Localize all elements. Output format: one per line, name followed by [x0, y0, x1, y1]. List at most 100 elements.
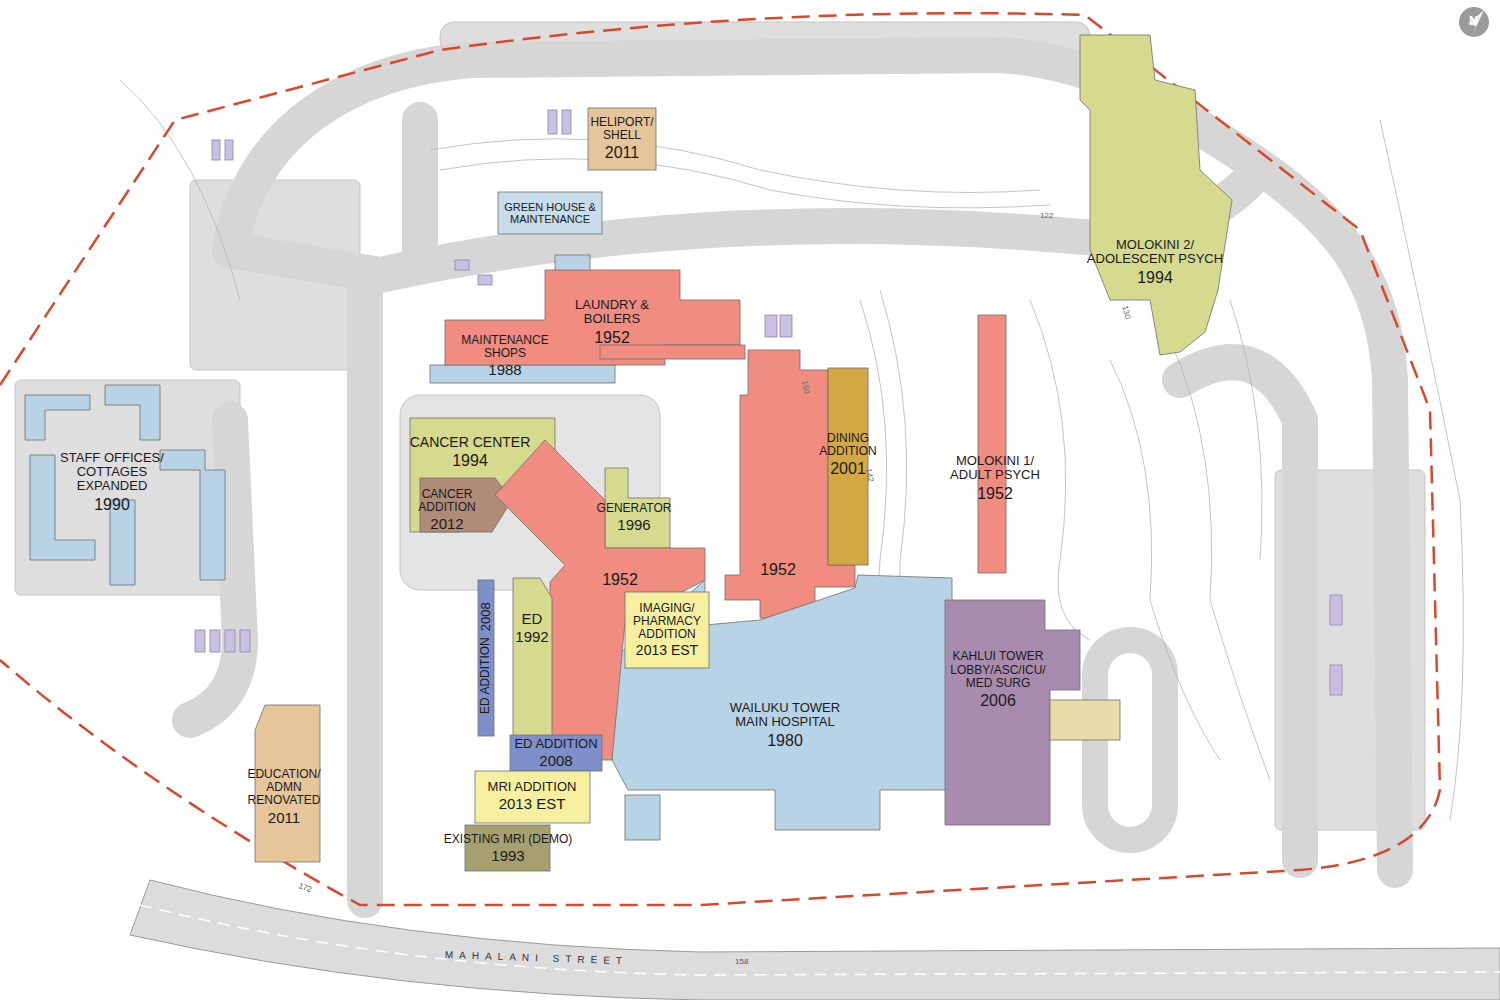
shed	[548, 110, 557, 134]
shed	[225, 140, 233, 160]
building-year: 1952	[946, 485, 1044, 503]
building-label: IMAGING/ PHARMACY ADDITION2013 EST	[621, 601, 713, 660]
maintenance-shops	[430, 365, 615, 383]
building-label: DINING ADDITION2001	[812, 431, 884, 479]
building-year: 2013 EST	[622, 643, 712, 658]
contour-line	[1230, 300, 1262, 560]
building-name: DINING ADDITION	[813, 432, 883, 458]
contour-elevation: 122	[1040, 212, 1053, 220]
building-label: STAFF OFFICES/ COTTAGES EXPANDED 1990	[48, 450, 176, 514]
building-name: EDUCATION/ ADMN RENOVATED	[242, 768, 326, 808]
building-name: IMAGING/ PHARMACY ADDITION	[622, 602, 712, 642]
property-boundary	[0, 13, 1440, 905]
north-letter: N	[1469, 15, 1478, 27]
building-year: 2006	[947, 692, 1049, 710]
building-name: ED	[510, 611, 554, 628]
road	[402, 120, 438, 250]
building-label: ED ADDITION 2008	[506, 736, 606, 771]
building-year: 1992	[510, 629, 554, 646]
contour-line	[1110, 360, 1220, 760]
road	[230, 55, 1395, 870]
building-year: 1994	[1086, 269, 1224, 287]
shed	[562, 110, 571, 134]
building-label: GENERATOR1996	[589, 501, 679, 535]
building-label: 1952	[590, 570, 650, 590]
building-name: CANCER ADDITION	[412, 488, 482, 514]
building-label: ED ADDITION2008	[478, 578, 494, 738]
shed	[1330, 665, 1342, 695]
contour-elevation: 150	[800, 380, 810, 395]
contour-elevation: 172	[297, 882, 312, 894]
parking-lot	[15, 380, 240, 595]
street-centerline	[140, 905, 1500, 975]
building-label: MOLOKINI 1/ ADULT PSYCH 1952	[945, 453, 1045, 503]
building-name: KAHLUI TOWER LOBBY/ASC/ICU/ MED SURG	[947, 650, 1049, 690]
building-year: 2011	[587, 144, 657, 162]
building-label: CANCER CENTER 1994	[405, 434, 535, 471]
building-name: GENERATOR	[590, 502, 678, 515]
ed-1992	[513, 578, 552, 745]
building-label: MAINTENANCE SHOPS1988	[445, 333, 565, 380]
building-year: 1952	[591, 571, 649, 589]
contours	[120, 80, 1463, 820]
building-year: 2008	[479, 602, 493, 631]
road	[347, 290, 383, 900]
north-arrow	[1459, 7, 1489, 37]
building-year: 2012	[412, 516, 482, 533]
entry-canopy	[1050, 700, 1120, 740]
cottage	[25, 395, 90, 440]
building-year: 2008	[507, 753, 605, 770]
building-year: 1990	[49, 496, 175, 514]
building-year: 1993	[434, 848, 582, 865]
building-year: 1988	[446, 362, 564, 379]
building-year: 2013 EST	[473, 796, 591, 813]
building-year: 2011	[242, 810, 326, 827]
building-year: 1952	[561, 329, 663, 347]
building-label: EDUCATION/ ADMN RENOVATED 2011	[241, 767, 327, 827]
shed	[765, 315, 777, 337]
building-name: ED ADDITION	[507, 737, 605, 751]
building-name: LAUNDRY & BOILERS	[561, 298, 663, 327]
building-name: MRI ADDITION	[473, 780, 591, 794]
building-label: GREEN HOUSE & MAINTENANCE	[495, 200, 605, 226]
building-year: 1980	[716, 732, 854, 750]
road	[1180, 362, 1300, 860]
building-name: CANCER CENTER	[406, 435, 534, 450]
contour-line	[430, 139, 1040, 193]
building-label: WAILUKU TOWER MAIN HOSPITAL1980	[715, 700, 855, 750]
shed	[780, 315, 792, 337]
building-name: STAFF OFFICES/ COTTAGES EXPANDED	[49, 451, 175, 494]
shed	[478, 275, 492, 285]
ed-addition	[478, 580, 494, 736]
road	[230, 250, 380, 275]
building-name: MOLOKINI 1/ ADULT PSYCH	[946, 454, 1044, 483]
building-label: MRI ADDITION 2013 EST	[472, 779, 592, 814]
shed	[455, 260, 469, 270]
building-name: HELIPORT/ SHELL	[587, 116, 657, 142]
molokini-2	[1080, 35, 1232, 355]
roads	[190, 55, 1395, 900]
heliport-shell	[588, 108, 656, 170]
shed	[240, 630, 250, 652]
building-year: GREEN HOUSE & MAINTENANCE	[496, 201, 604, 225]
wailuku-tower	[612, 575, 952, 830]
building-year: 1994	[406, 452, 534, 470]
wailuku-annex	[625, 795, 660, 840]
contour-line	[1380, 120, 1463, 820]
compass-disc	[1459, 7, 1489, 37]
building-label: ED1992	[509, 610, 555, 647]
shed	[1330, 595, 1342, 625]
building-label: 1952	[748, 560, 808, 580]
street-name: MAHALANI STREET	[445, 950, 629, 966]
shed	[225, 630, 235, 652]
building-name: EXISTING MRI (DEMO)	[434, 833, 582, 846]
contour-line	[120, 80, 240, 300]
building-label: LAUNDRY & BOILERS 1952	[560, 297, 664, 347]
contour-elevation: 130	[1120, 305, 1131, 320]
contour-elevation: 158	[735, 958, 748, 966]
corridor	[600, 345, 745, 359]
cottage	[160, 450, 225, 580]
